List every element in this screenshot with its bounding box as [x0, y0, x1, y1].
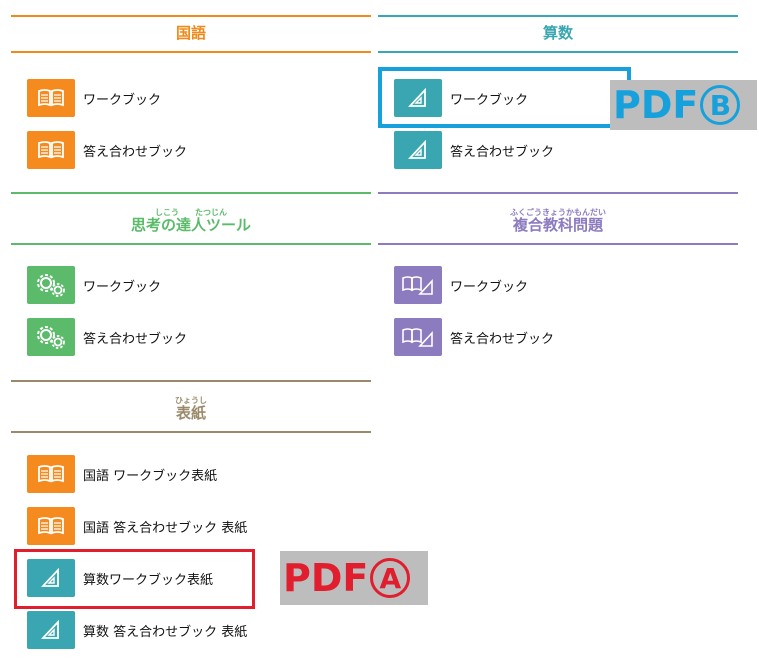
triangle-ruler-icon	[27, 611, 75, 649]
kokugo-workbook-link[interactable]: ワークブック	[27, 79, 161, 117]
item-label: 答え合わせブック	[83, 144, 188, 160]
hyoshi-kokugo-answer-link[interactable]: 国語 答え合わせブック 表紙	[27, 507, 247, 545]
section-kokugo: 国語	[11, 15, 371, 53]
item-label: 国語 答え合わせブック 表紙	[83, 520, 248, 536]
item-label: ワークブック	[83, 279, 162, 295]
section-title-shiko: 思考の達人ツール	[130, 216, 251, 234]
item-label: ワークブック	[450, 279, 529, 295]
section-title-kokugo: 国語	[175, 24, 206, 42]
section-ruby-hyoshi: ひょうし	[175, 396, 207, 405]
section-ruby-fukugo: ふくごうきょうかもんだい	[510, 208, 606, 217]
section-ruby-shiko: しこう たつじん	[155, 208, 227, 217]
triangle-ruler-icon	[27, 559, 75, 597]
fukugo-answer-link[interactable]: 答え合わせブック	[394, 318, 554, 356]
section-hyoshi: ひょうし 表紙	[11, 393, 371, 433]
open-book-icon	[27, 131, 75, 169]
divider	[378, 192, 738, 194]
pdf-badge-a: PDF A	[280, 551, 428, 605]
section-header-sansu: 算数	[378, 15, 738, 53]
section-header-shiko: しこう たつじん 思考の達人ツール	[11, 205, 371, 245]
badge-letter-b: B	[700, 85, 741, 125]
section-header-kokugo: 国語	[11, 15, 371, 53]
open-book-icon	[27, 79, 75, 117]
section-header-hyoshi: ひょうし 表紙	[11, 393, 371, 433]
section-title-sansu: 算数	[542, 24, 573, 42]
badge-text: PDF	[613, 83, 699, 127]
sansu-workbook-link[interactable]: ワークブック	[394, 79, 528, 117]
divider	[11, 380, 371, 382]
section-fukugo: ふくごうきょうかもんだい 複合教科問題	[378, 205, 738, 245]
item-label: ワークブック	[450, 92, 529, 108]
divider	[11, 192, 371, 194]
hyoshi-sansu-answer-link[interactable]: 算数 答え合わせブック 表紙	[27, 611, 247, 649]
item-label: 算数 答え合わせブック 表紙	[83, 624, 248, 640]
section-header-fukugo: ふくごうきょうかもんだい 複合教科問題	[378, 205, 738, 245]
item-label: ワークブック	[83, 92, 162, 108]
gears-icon	[27, 318, 75, 356]
fukugo-workbook-link[interactable]: ワークブック	[394, 266, 528, 304]
item-label: 国語 ワークブック表紙	[83, 468, 218, 484]
highlight-box-a	[14, 549, 255, 609]
book-ruler-icon	[394, 266, 442, 304]
section-title-fukugo: 複合教科問題	[512, 216, 603, 234]
item-label: 答え合わせブック	[450, 144, 555, 160]
badge-letter-a: A	[370, 558, 411, 598]
badge-text: PDF	[283, 556, 369, 600]
shiko-answer-link[interactable]: 答え合わせブック	[27, 318, 187, 356]
section-title-hyoshi: 表紙	[175, 404, 206, 422]
pdf-badge-b: PDF B	[610, 80, 757, 130]
sansu-answer-link[interactable]: 答え合わせブック	[394, 131, 554, 169]
triangle-ruler-icon	[394, 131, 442, 169]
kokugo-answer-link[interactable]: 答え合わせブック	[27, 131, 187, 169]
item-label: 算数ワークブック表紙	[83, 572, 214, 588]
hyoshi-kokugo-workbook-link[interactable]: 国語 ワークブック表紙	[27, 455, 217, 493]
gears-icon	[27, 266, 75, 304]
hyoshi-sansu-workbook-link[interactable]: 算数ワークブック表紙	[27, 559, 213, 597]
section-shiko: しこう たつじん 思考の達人ツール	[11, 205, 371, 245]
book-ruler-icon	[394, 318, 442, 356]
open-book-icon	[27, 455, 75, 493]
item-label: 答え合わせブック	[83, 331, 188, 347]
section-sansu: 算数	[378, 15, 738, 53]
open-book-icon	[27, 507, 75, 545]
item-label: 答え合わせブック	[450, 331, 555, 347]
triangle-ruler-icon	[394, 79, 442, 117]
highlight-box-b	[378, 67, 631, 128]
shiko-workbook-link[interactable]: ワークブック	[27, 266, 161, 304]
